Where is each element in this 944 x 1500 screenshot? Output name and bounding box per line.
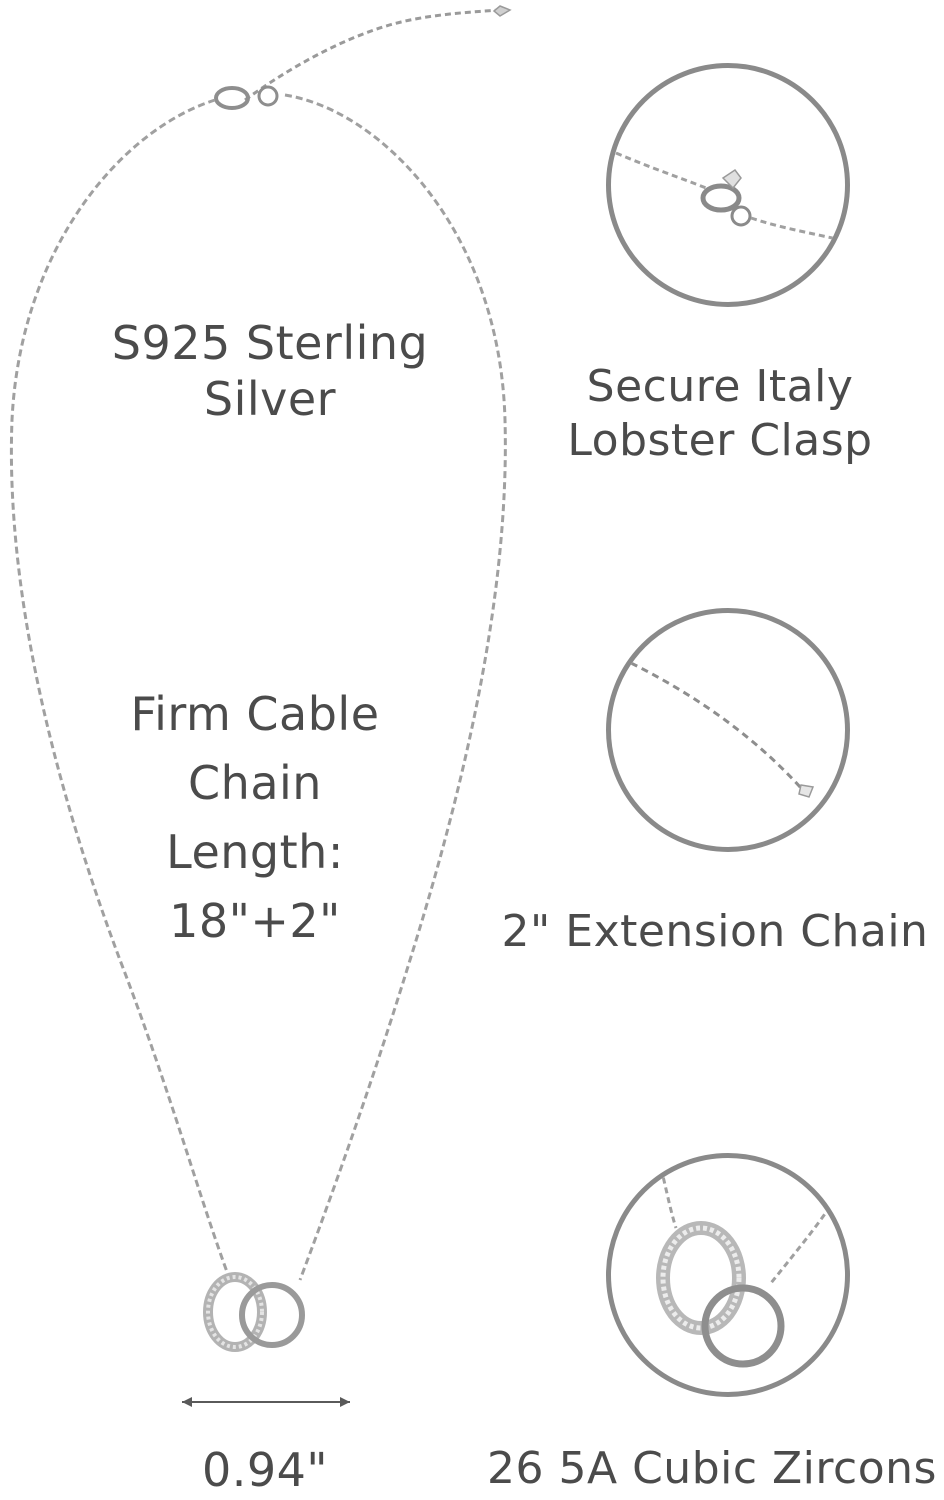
- clasp-line-1: Secure Italy: [586, 361, 854, 412]
- zircons-text: 26 5A Cubic Zircons: [487, 1443, 937, 1494]
- chain-line-4: 18"+2": [169, 894, 341, 948]
- pendant-width-value: 0.94": [201, 1443, 329, 1497]
- extension-text: 2" Extension Chain: [501, 906, 929, 957]
- chain-line-1: Firm Cable: [130, 687, 380, 741]
- chain-line-2: Chain: [188, 756, 322, 810]
- clasp-label: Secure Italy Lobster Clasp: [540, 360, 900, 467]
- extension-chain-image: [606, 608, 850, 852]
- material-label: S925 Sterling Silver: [60, 315, 480, 427]
- clasp-detail-image: [606, 63, 850, 307]
- clasp-line-2: Lobster Clasp: [567, 414, 873, 466]
- chain-length-label: Firm Cable Chain Length: 18"+2": [60, 680, 450, 956]
- material-line-1: S925 Sterling: [111, 316, 429, 370]
- zircon-detail-image: [606, 1153, 850, 1397]
- pendant-width-label: 0.94": [140, 1442, 390, 1498]
- chain-line-3: Length:: [166, 825, 344, 879]
- extension-label: 2" Extension Chain: [490, 905, 940, 959]
- material-line-2: Silver: [203, 372, 337, 427]
- zircons-label: 26 5A Cubic Zircons: [480, 1442, 944, 1496]
